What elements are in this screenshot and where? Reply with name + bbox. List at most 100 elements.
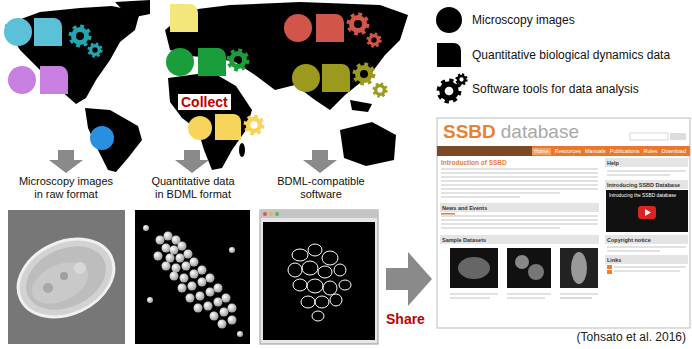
world-map bbox=[350, 100, 372, 112]
software-image bbox=[260, 210, 378, 344]
panel-caption: Quantitative data in BDML format bbox=[149, 175, 237, 201]
quantitative-data-image bbox=[228, 304, 237, 313]
website-screenshot bbox=[441, 176, 598, 177]
website-screenshot bbox=[441, 213, 455, 215]
software-image bbox=[293, 279, 307, 291]
quantitative-data-image bbox=[190, 258, 199, 267]
quantitative-data-image bbox=[182, 262, 191, 271]
share-arrow bbox=[386, 252, 432, 306]
legend-text: Quantitative biological dynamics data bbox=[472, 48, 670, 62]
nav-item: Download bbox=[662, 148, 686, 155]
quantitative-data-image bbox=[204, 302, 213, 311]
data-markers bbox=[284, 14, 312, 42]
quantitative-data-image bbox=[176, 254, 185, 263]
website-screenshot bbox=[507, 297, 545, 298]
data-markers bbox=[246, 117, 263, 134]
panel-caption: Microscopy images in raw format bbox=[16, 175, 116, 201]
software-image bbox=[260, 210, 378, 218]
quantitative-data-image bbox=[180, 274, 189, 283]
website-screenshot bbox=[440, 235, 599, 244]
software-image bbox=[288, 244, 351, 321]
data-markers bbox=[4, 4, 386, 150]
data-markers bbox=[40, 66, 68, 94]
data-markers bbox=[349, 15, 367, 33]
data-markers bbox=[89, 44, 101, 56]
software-image bbox=[334, 264, 346, 276]
quantitative-data-image bbox=[206, 288, 215, 297]
website-screenshot bbox=[605, 180, 688, 189]
website-screenshot bbox=[441, 227, 560, 228]
data-markers bbox=[215, 114, 241, 140]
website-screenshot bbox=[605, 255, 688, 264]
website-screenshot bbox=[450, 248, 498, 288]
website-screenshot bbox=[441, 168, 598, 169]
website-screenshot bbox=[560, 297, 592, 298]
quantitative-data-image bbox=[162, 262, 171, 271]
website-screenshot bbox=[441, 223, 598, 224]
quantitative-data-image bbox=[186, 294, 195, 303]
quantitative-data-image bbox=[172, 264, 181, 273]
world-map bbox=[340, 122, 396, 166]
video-title: Introducing the SSBD database bbox=[609, 193, 676, 199]
data-markers bbox=[292, 64, 320, 92]
world-map bbox=[5, 0, 408, 172]
microscopy-image bbox=[43, 283, 53, 293]
data-markers bbox=[71, 27, 89, 45]
website-screenshot bbox=[515, 255, 529, 269]
website-screenshot bbox=[441, 192, 560, 193]
quantitative-data-image bbox=[188, 282, 197, 291]
collect-arrows bbox=[175, 150, 209, 173]
website-screenshot bbox=[607, 170, 686, 171]
website-screenshot bbox=[606, 190, 688, 232]
website-screenshot bbox=[614, 266, 686, 267]
website-screenshot bbox=[437, 118, 690, 328]
data-markers bbox=[198, 48, 226, 76]
sidebar-heading: Introducing SSBD Database bbox=[607, 182, 680, 188]
website-screenshot bbox=[630, 133, 668, 140]
image-panel: Microscopy images in raw format bbox=[2, 175, 130, 201]
quantitative-data-image bbox=[190, 270, 199, 279]
microscopy-image bbox=[25, 254, 95, 312]
website-screenshot bbox=[638, 206, 656, 219]
website-screenshot bbox=[450, 297, 490, 298]
data-markers bbox=[34, 18, 62, 46]
software-image bbox=[339, 280, 351, 290]
quantitative-data-image bbox=[162, 244, 171, 253]
website-screenshot bbox=[571, 252, 587, 284]
software-image bbox=[307, 279, 323, 293]
website-screenshot bbox=[607, 270, 612, 274]
share-arrow bbox=[386, 252, 432, 306]
quantitative-data-image bbox=[135, 210, 250, 344]
site-logo: database bbox=[501, 121, 579, 143]
quantitative-data-image bbox=[237, 331, 243, 337]
legend-symbols bbox=[439, 81, 459, 101]
software-image bbox=[318, 266, 332, 278]
world-map bbox=[239, 143, 245, 157]
data-markers bbox=[229, 51, 247, 69]
quantitative-data-image bbox=[164, 232, 173, 241]
website-screenshot bbox=[614, 270, 680, 271]
website-screenshot bbox=[607, 265, 612, 269]
website-screenshot bbox=[441, 188, 598, 189]
data-markers bbox=[374, 84, 386, 96]
website-screenshot bbox=[441, 219, 598, 220]
data-markers bbox=[322, 64, 350, 92]
website-screenshot bbox=[441, 184, 598, 185]
software-image bbox=[312, 311, 324, 321]
website-screenshot bbox=[441, 172, 598, 173]
quantitative-data-image bbox=[178, 284, 187, 293]
action-label: Collect bbox=[178, 94, 231, 110]
section-heading: Sample Datasets bbox=[442, 237, 486, 243]
sidebar-heading: Copyright notice bbox=[607, 237, 651, 243]
microscopy-image bbox=[16, 234, 117, 322]
legend-symbols bbox=[457, 75, 467, 85]
website-screenshot bbox=[437, 118, 690, 328]
nav-item: Home bbox=[532, 148, 551, 155]
quantitative-data-image bbox=[206, 274, 215, 283]
quantitative-data-image bbox=[135, 210, 250, 344]
image-panel: Quantitative data in BDML format bbox=[128, 175, 258, 201]
legend-symbols bbox=[437, 43, 461, 67]
software-image bbox=[308, 244, 322, 256]
software-image bbox=[288, 263, 302, 277]
data-markers bbox=[188, 116, 212, 140]
